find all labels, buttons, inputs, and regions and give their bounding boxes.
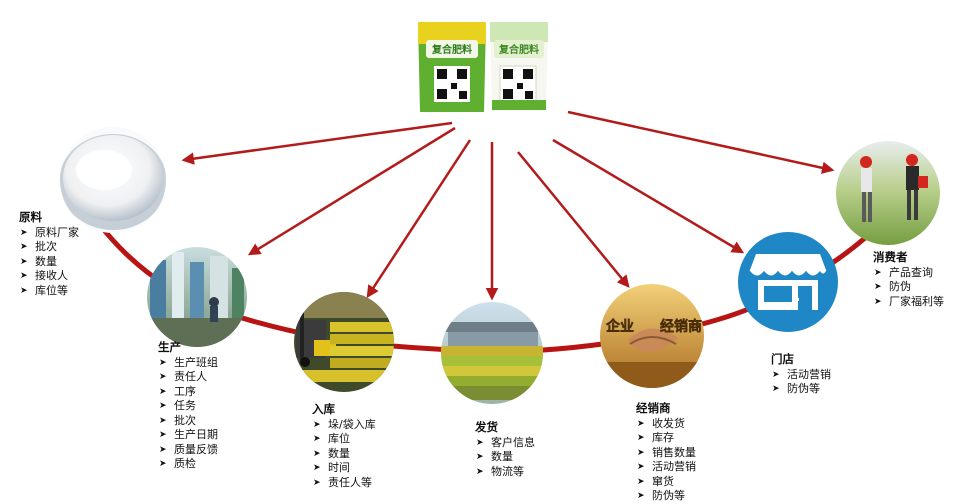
list-item: 生产日期 — [158, 428, 218, 443]
list-item: 批次 — [158, 414, 218, 429]
stage-title: 生产 — [158, 340, 181, 354]
stage-warehouse: 入库 垛/袋入库 库位 数量 时间 责任人等 — [312, 402, 376, 490]
stage-dealer: 经销商 收发货 库存 销售数量 活动营销 窜货 防伪等 — [636, 401, 696, 504]
stage-list: 垛/袋入库 库位 数量 时间 责任人等 — [312, 418, 376, 491]
list-item: 活动营销 — [636, 460, 696, 475]
stage-list: 生产班组 责任人 工序 任务 批次 生产日期 质量反馈 质检 — [158, 356, 218, 472]
list-item: 防伪等 — [636, 489, 696, 504]
stage-list: 客户信息 数量 物流等 — [475, 436, 535, 480]
list-item: 责任人等 — [312, 476, 376, 491]
list-item: 责任人 — [158, 370, 218, 385]
list-item: 数量 — [475, 450, 535, 465]
list-item: 数量 — [312, 447, 376, 462]
stage-title: 发货 — [475, 420, 498, 434]
list-item: 接收人 — [19, 269, 79, 284]
list-item: 工序 — [158, 385, 218, 400]
list-item: 生产班组 — [158, 356, 218, 371]
stage-list: 收发货 库存 销售数量 活动营销 窜货 防伪等 — [636, 417, 696, 504]
stage-store: 门店 活动营销 防伪等 — [771, 352, 831, 397]
shipping-image — [441, 302, 543, 404]
arrows — [181, 110, 835, 301]
stage-title: 原料 — [19, 210, 42, 224]
dealer-image-text-right: 经销商 — [660, 318, 702, 335]
arrow-to-dealer — [517, 151, 630, 288]
list-item: 数量 — [19, 255, 79, 270]
stage-title: 消费者 — [873, 250, 908, 264]
list-item: 收发货 — [636, 417, 696, 432]
list-item: 防伪 — [873, 280, 944, 295]
list-item: 质量反馈 — [158, 443, 218, 458]
stage-list: 原料厂家 批次 数量 接收人 库位等 — [19, 226, 79, 299]
arrow-to-production — [247, 126, 456, 256]
arrow-to-warehouse — [366, 139, 472, 299]
arrow-to-consumer — [567, 110, 835, 174]
list-item: 库位 — [312, 432, 376, 447]
dealer-image: 企业 经销商 — [600, 284, 704, 388]
bag-right: 复合肥料 — [490, 22, 548, 110]
warehouse-image — [294, 292, 394, 392]
stage-title: 门店 — [771, 352, 794, 366]
bag-right-brand: 复合肥料 — [498, 43, 539, 56]
list-item: 库存 — [636, 431, 696, 446]
bag-left: 复合肥料 — [418, 22, 486, 112]
list-item: 窜货 — [636, 475, 696, 490]
list-item: 活动营销 — [771, 368, 831, 383]
list-item: 防伪等 — [771, 382, 831, 397]
list-item: 物流等 — [475, 465, 535, 480]
bag-left-brand: 复合肥料 — [431, 43, 472, 56]
stage-raw: 原料 原料厂家 批次 数量 接收人 库位等 — [19, 210, 79, 298]
list-item: 产品查询 — [873, 266, 944, 281]
stage-consumer: 消费者 产品查询 防伪 厂家福利等 — [873, 250, 944, 309]
list-item: 库位等 — [19, 284, 79, 299]
list-item: 批次 — [19, 240, 79, 255]
arrow-to-store — [552, 138, 745, 254]
store-icon — [738, 232, 838, 332]
stage-list: 活动营销 防伪等 — [771, 368, 831, 397]
stage-title: 经销商 — [636, 401, 671, 415]
raw-material-image — [60, 127, 166, 233]
dealer-image-text-left: 企业 — [605, 318, 634, 335]
stage-list: 产品查询 防伪 厂家福利等 — [873, 266, 944, 310]
production-image — [147, 247, 247, 347]
arrow-to-raw — [181, 121, 453, 165]
list-item: 任务 — [158, 399, 218, 414]
stage-production: 生产 生产班组 责任人 工序 任务 批次 生产日期 质量反馈 质检 — [158, 340, 218, 472]
list-item: 销售数量 — [636, 446, 696, 461]
consumer-image — [836, 141, 940, 245]
list-item: 垛/袋入库 — [312, 418, 376, 433]
product-bags: 复合肥料 复合肥料 — [418, 22, 548, 112]
list-item: 原料厂家 — [19, 226, 79, 241]
stage-shipping: 发货 客户信息 数量 物流等 — [475, 420, 535, 479]
stage-title: 入库 — [312, 402, 335, 416]
list-item: 客户信息 — [475, 436, 535, 451]
list-item: 时间 — [312, 461, 376, 476]
list-item: 质检 — [158, 457, 218, 472]
list-item: 厂家福利等 — [873, 295, 944, 310]
